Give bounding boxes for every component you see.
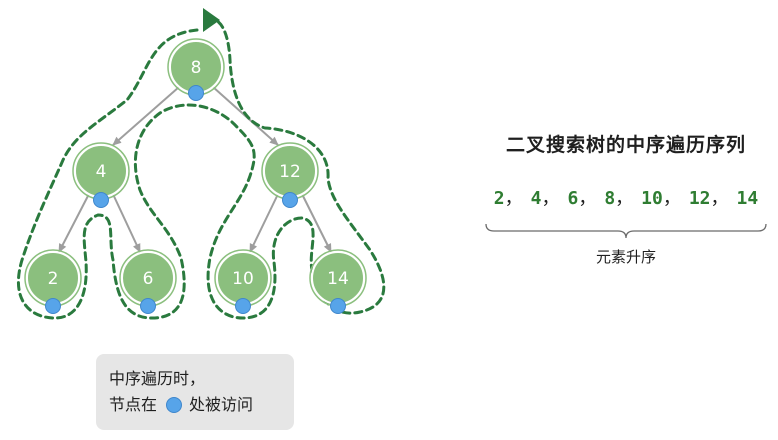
visit-points (45, 85, 346, 314)
visit-dot-14 (330, 298, 346, 314)
tree-node-12: 12 (261, 142, 319, 200)
sequence-value: 2 (493, 188, 505, 209)
sequence-value: 8 (604, 188, 616, 209)
edge-4-6 (111, 191, 141, 253)
caption-box: 中序遍历时， 节点在 处被访问 (96, 354, 294, 430)
sequence-value: 4 (530, 188, 542, 209)
node-value: 2 (48, 269, 59, 289)
caption-line-2: 节点在 处被访问 (109, 392, 294, 418)
tree-node-2: 2 (24, 249, 82, 307)
node-value: 14 (327, 269, 349, 289)
traversal-path (16, 18, 386, 320)
visit-dot-4 (93, 192, 109, 208)
sequence-value: 14 (736, 188, 759, 209)
sequence-separator: ， (615, 188, 634, 209)
sequence-values: 2， 4， 6， 8， 10， 12， 14 (462, 184, 778, 210)
sequence-separator: ， (662, 188, 681, 209)
tree-edges (58, 86, 332, 253)
sequence-title: 二叉搜索树的中序遍历序列 (505, 134, 746, 156)
caption-line-1: 中序遍历时， (109, 366, 294, 392)
visit-dot-2 (45, 298, 61, 314)
node-value: 10 (232, 269, 254, 289)
visit-dot-10 (235, 298, 251, 314)
sequence-separator: ， (504, 188, 523, 209)
brace-label: 元素升序 (595, 248, 656, 266)
sequence-separator: ， (578, 188, 597, 209)
caption-text-1: 中序遍历时， (109, 369, 206, 388)
edge-4-2 (58, 191, 91, 253)
caption-text-2b: 处被访问 (189, 395, 254, 414)
visit-dot-8 (188, 85, 204, 101)
edge-8-4 (112, 86, 180, 146)
visit-dot-legend-icon (166, 397, 183, 413)
sequence-value: 12 (688, 188, 711, 209)
node-value: 8 (191, 58, 202, 78)
curly-brace-icon (485, 223, 767, 239)
tree-node-4: 4 (72, 142, 130, 200)
caption-text-2a: 节点在 (109, 395, 158, 414)
node-value: 6 (143, 269, 154, 289)
tree-nodes: 8 4 12 2 6 10 14 (24, 38, 367, 307)
tree-node-14: 14 (309, 249, 367, 307)
edge-12-14 (300, 191, 332, 253)
tree-node-6: 6 (119, 249, 177, 307)
sequence-value: 6 (567, 188, 579, 209)
node-value: 4 (96, 162, 107, 182)
tree-node-10: 10 (214, 249, 272, 307)
edge-12-10 (249, 191, 280, 253)
traversal-start-marker-icon (203, 8, 220, 32)
tree-node-8: 8 (167, 38, 225, 96)
sequence-value: 10 (641, 188, 663, 209)
visit-dot-6 (140, 298, 156, 314)
sequence-separator: ， (541, 188, 560, 209)
sequence-separator: ， (710, 188, 729, 209)
visit-dot-12 (282, 192, 298, 208)
node-value: 12 (279, 162, 301, 182)
